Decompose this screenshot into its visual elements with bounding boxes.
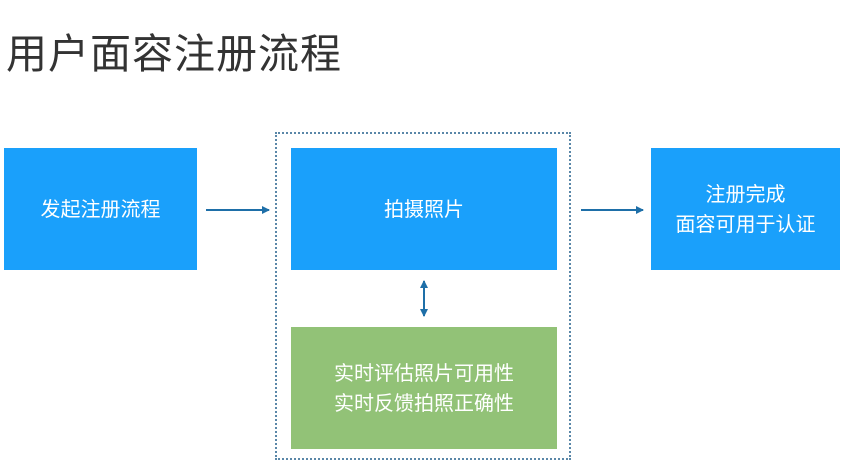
registration-complete-node: 注册完成 面容可用于认证 (651, 148, 840, 270)
start-registration-label: 发起注册流程 (40, 197, 161, 221)
realtime-evaluation-label-line1: 实时评估照片可用性 (334, 361, 514, 385)
registration-complete-label-line2: 面容可用于认证 (675, 212, 816, 236)
page-title: 用户面容注册流程 (6, 30, 342, 78)
realtime-evaluation-node: 实时评估照片可用性 实时反馈拍照正确性 (291, 327, 557, 449)
take-photo-label: 拍摄照片 (384, 197, 464, 221)
registration-complete-label-line1: 注册完成 (705, 182, 786, 206)
start-registration-node: 发起注册流程 (4, 148, 197, 270)
take-photo-node: 拍摄照片 (291, 148, 557, 270)
realtime-evaluation-label-line2: 实时反馈拍照正确性 (334, 391, 514, 415)
capture-group-border (275, 132, 571, 460)
